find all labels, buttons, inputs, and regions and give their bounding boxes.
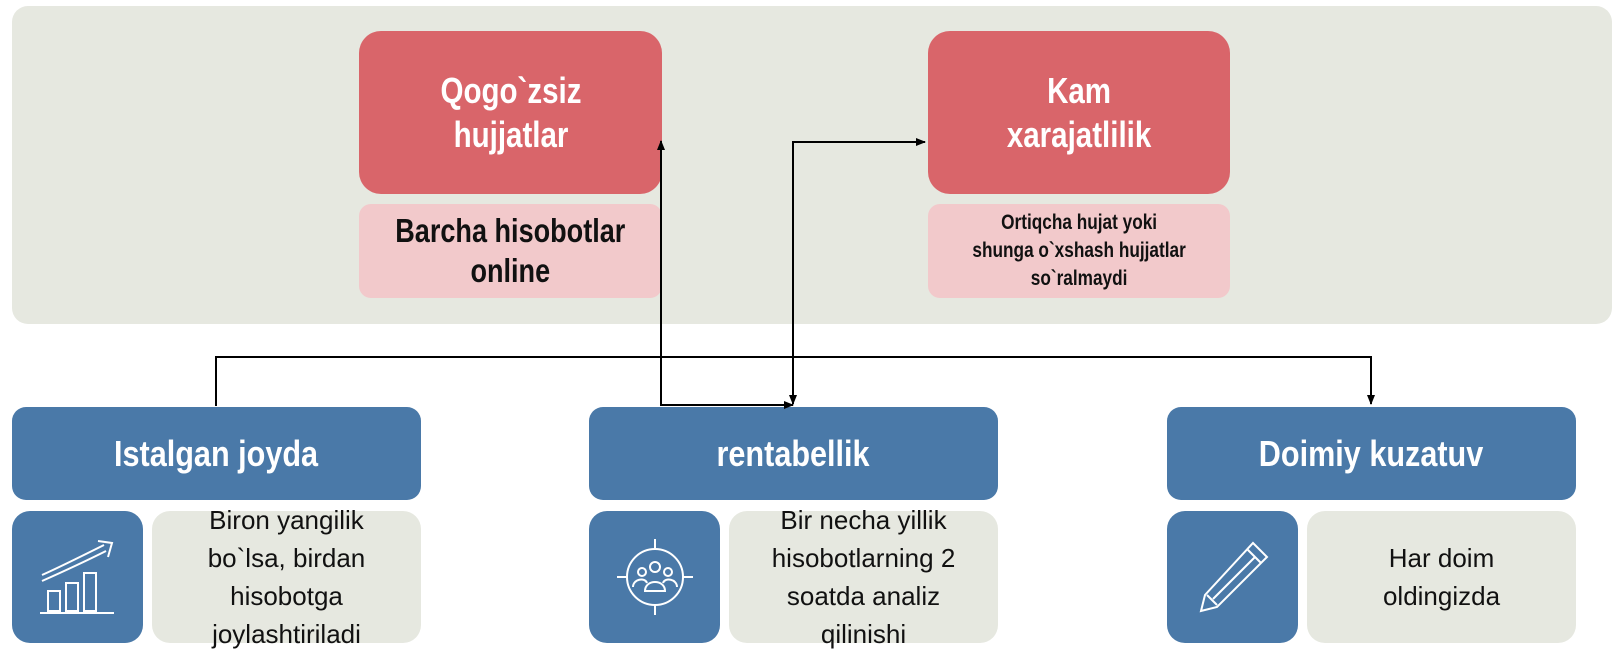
box-all-reports-online-text: Barcha hisobotlar online bbox=[395, 212, 626, 289]
connector-paperless-to-profitability bbox=[660, 144, 794, 409]
header-profitability-title: rentabellik bbox=[716, 432, 871, 474]
box-low-cost-title: Kam xarajatlilik bbox=[1006, 69, 1152, 155]
target-group-icon bbox=[617, 539, 693, 615]
header-anywhere: Istalgan joyda bbox=[12, 407, 421, 500]
box-low-cost: Kam xarajatlilik bbox=[928, 31, 1230, 194]
desc-box-profitability: Bir necha yillik hisobotlarning 2 soatda… bbox=[729, 505, 998, 649]
pencil-icon bbox=[1199, 541, 1269, 613]
icon-box-growth bbox=[12, 511, 143, 643]
desc-anywhere-text: Biron yangilik bo`lsa, birdan hisobotga … bbox=[207, 505, 366, 649]
header-constant-monitoring-title: Doimiy kuzatuv bbox=[1259, 432, 1484, 474]
header-anywhere-title: Istalgan joyda bbox=[114, 432, 319, 474]
connector-profitability-to-lowcost bbox=[792, 138, 926, 395]
growth-chart-icon bbox=[40, 540, 114, 614]
box-no-extra-documents-text: Ortiqcha hujat yoki shunga o`xshash hujj… bbox=[972, 211, 1186, 290]
top-panel bbox=[12, 6, 1612, 324]
header-profitability: rentabellik bbox=[589, 407, 998, 500]
box-paperless-documents: Qogo`zsiz hujjatlar bbox=[359, 31, 662, 194]
icon-box-target bbox=[589, 511, 720, 643]
box-paperless-documents-title: Qogo`zsiz hujjatlar bbox=[439, 69, 582, 155]
box-all-reports-online: Barcha hisobotlar online bbox=[359, 204, 662, 298]
desc-profitability-text: Bir necha yillik hisobotlarning 2 soatda… bbox=[771, 505, 956, 649]
box-no-extra-documents: Ortiqcha hujat yoki shunga o`xshash hujj… bbox=[928, 204, 1230, 298]
icon-box-pencil bbox=[1167, 511, 1298, 643]
desc-box-anywhere: Biron yangilik bo`lsa, birdan hisobotga … bbox=[152, 505, 421, 649]
desc-constant-monitoring-text: Har doim oldingizda bbox=[1382, 543, 1501, 611]
header-constant-monitoring: Doimiy kuzatuv bbox=[1167, 407, 1576, 500]
desc-box-constant-monitoring: Har doim oldingizda bbox=[1307, 511, 1576, 643]
